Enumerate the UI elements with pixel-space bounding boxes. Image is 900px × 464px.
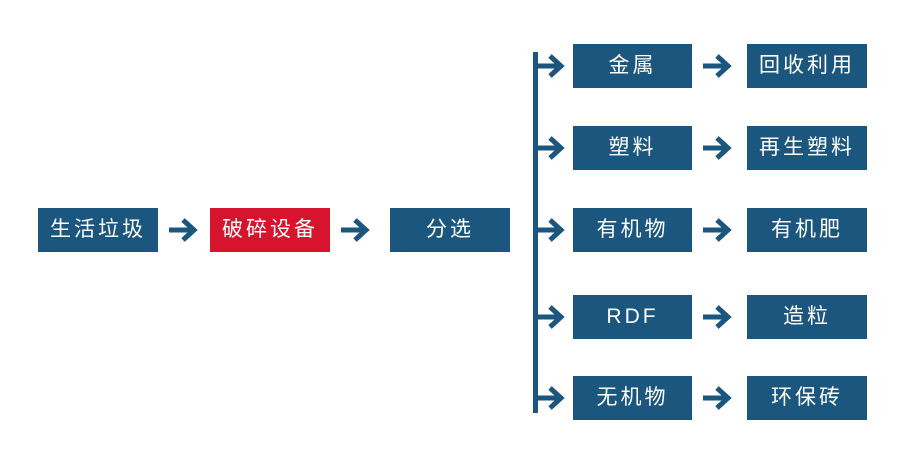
right-arrow-icon [341,218,370,242]
right-arrow-icon [703,218,732,242]
right-arrow-icon [169,218,198,242]
node-eco-brick: 环保砖 [747,376,867,420]
node-label: 金属 [608,54,657,77]
branch-arrow-icon [534,386,565,410]
node-label: 无机物 [596,386,669,409]
node-recycled-plastic: 再生塑料 [747,126,867,170]
node-label: 环保砖 [771,386,843,409]
node-organic-fertilizer: 有机肥 [747,208,867,252]
node-household-waste: 生活垃圾 [38,208,158,252]
node-metal: 金属 [573,44,692,88]
node-label: 破碎设备 [222,218,318,241]
node-label: 生活垃圾 [50,218,146,241]
node-label: 塑料 [608,136,657,159]
node-label: 回收利用 [759,54,855,77]
right-arrow-icon [703,305,732,329]
node-recycling: 回收利用 [747,44,867,88]
node-label: RDF [606,305,659,328]
branch-arrow-icon [534,218,565,242]
right-arrow-icon [703,54,732,78]
node-label: 有机肥 [771,218,843,241]
node-granulation: 造粒 [747,295,867,339]
node-label: 有机物 [596,218,669,241]
right-arrow-icon [703,386,732,410]
node-label: 分选 [426,218,474,241]
branch-arrow-icon [534,305,565,329]
node-rdf: RDF [573,295,692,339]
node-sorting: 分选 [390,208,510,252]
right-arrow-icon [703,136,732,160]
node-label: 再生塑料 [759,136,855,159]
node-organic-matter: 有机物 [573,208,692,252]
branch-arrow-icon [534,136,565,160]
branch-arrow-icon [534,54,565,78]
node-inorganic-matter: 无机物 [573,376,692,420]
node-crushing-equipment: 破碎设备 [210,208,330,252]
node-label: 造粒 [783,305,831,328]
node-plastic: 塑料 [573,126,692,170]
